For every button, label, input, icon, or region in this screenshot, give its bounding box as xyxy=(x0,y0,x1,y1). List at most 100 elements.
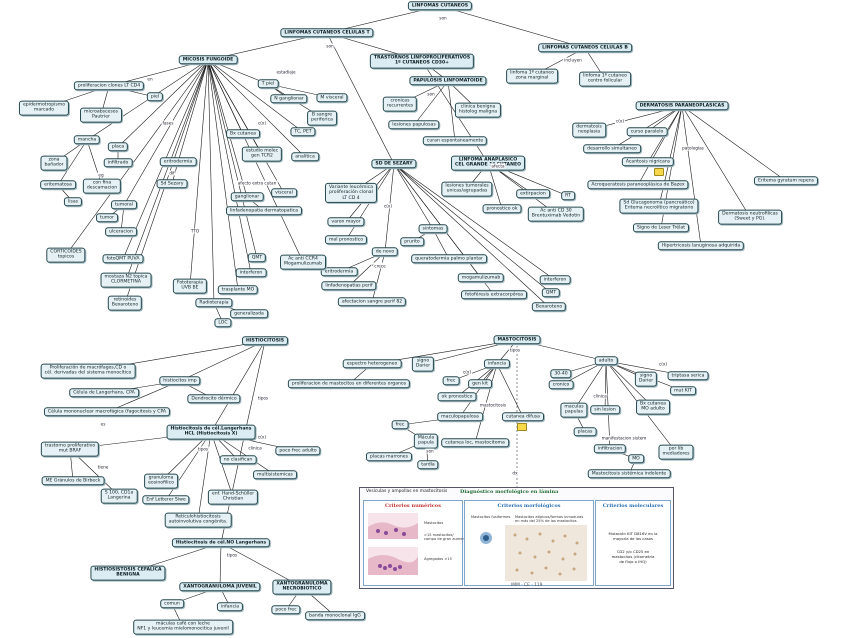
node-linfoma-zona-marginal[interactable]: linfoma 1º cutaneo zona marginal xyxy=(506,68,558,84)
node-tardia[interactable]: tardía xyxy=(417,460,439,470)
node-fotoferesis[interactable]: fotoféresis extracorpórea xyxy=(461,290,527,300)
node-frec-2[interactable]: frec xyxy=(391,420,409,430)
node-acantosis[interactable]: Acantosis nigricans xyxy=(621,157,675,167)
node-mancha[interactable]: mancha xyxy=(73,135,101,145)
node-qmt[interactable]: QMT xyxy=(541,288,561,298)
node-proliferacion-clones[interactable]: proliferacion clones LT CD4 xyxy=(73,81,145,91)
node-acroqueratosis[interactable]: Acroqueratosis paraneoplásica de Bazex xyxy=(587,180,689,190)
node-letterer[interactable]: Enf Letterer Siwe xyxy=(142,495,190,505)
node-infiltracion[interactable]: infiltracion xyxy=(593,444,627,454)
node-placa[interactable]: placa xyxy=(107,142,129,152)
node-mut-kit[interactable]: mut KIT xyxy=(670,386,696,396)
node-ganglionar[interactable]: ganglionar xyxy=(230,192,264,202)
node-desarrollo-simultaneo[interactable]: desarrollo simultaneo xyxy=(583,144,641,154)
node-signo-darier[interactable]: signo Darier xyxy=(411,356,435,372)
node-afectacion-sangre[interactable]: afectacion sangre perif 82 xyxy=(337,297,407,307)
node-proliferacion-mastocitos[interactable]: proliferacion de mastocitos en diferente… xyxy=(287,379,411,389)
node-piel[interactable]: piel xyxy=(146,92,164,102)
node-celula-langerhans[interactable]: Célula de Langerhans, CPA xyxy=(69,388,139,398)
attachment-icon-2[interactable] xyxy=(517,423,527,431)
node-radioterapia[interactable]: Radioterapia xyxy=(195,298,233,308)
node-microabscesos[interactable]: microabscesos Pautrier xyxy=(80,107,122,123)
node-dermatosis-neoplasia[interactable]: dermatosis neoplasia xyxy=(572,122,606,138)
node-bx-cutanea[interactable]: Bx cutanea xyxy=(226,129,260,139)
node-sd-sezary-small[interactable]: Sd Sezary xyxy=(156,179,188,189)
node-visceral[interactable]: visceral xyxy=(271,188,297,198)
node-histiocitos-imp[interactable]: histiocitos imp xyxy=(159,376,201,386)
node-generalizada[interactable]: generalizada xyxy=(230,309,268,319)
node-mostaza[interactable]: mostaza N2 topica CLORMETINA xyxy=(100,272,152,288)
node-linfoma-anaplasico[interactable]: LINFOMA ANAPLASICO CEL GRANDE 1º CUTANEO xyxy=(450,155,526,171)
node-linfadenopatias-perif[interactable]: linfadenopatias perif xyxy=(321,281,377,291)
node-espectro-heterogeneo[interactable]: espectro heterogeneo xyxy=(342,359,402,369)
node-gen-kit[interactable]: gen kit xyxy=(468,379,492,389)
node-t-piel[interactable]: T piel xyxy=(257,79,279,89)
node-curso-paralelo[interactable]: curso paralelo xyxy=(626,127,668,137)
node-estudio-molec[interactable]: estudio molec gen TCR2 xyxy=(241,146,283,162)
node-celula-mononuclear[interactable]: Célula mononuclear macrofágica (fagocito… xyxy=(43,407,171,417)
node-linfadenopatia[interactable]: linfadenopatia dermatopatica xyxy=(225,206,303,216)
node-eritematosa[interactable]: eritematosa xyxy=(40,180,76,190)
node-maculas-cafe[interactable]: máculas café con leche NF1 y leucemia mi… xyxy=(133,619,233,635)
node-ac-ccr4[interactable]: Ac anti CCR4 Mogamulizumab xyxy=(280,254,326,270)
node-lesiones-tumorales[interactable]: lesiones tumorales unicas/agrupadas xyxy=(441,181,493,197)
node-interferon-2[interactable]: interferon xyxy=(235,268,267,278)
node-cronicas[interactable]: cronicas recurrentes xyxy=(382,96,418,112)
node-me-birbeck[interactable]: ME Gránulos de Birbeck xyxy=(41,476,105,486)
node-granuloma[interactable]: granuloma eosinofilico xyxy=(144,473,178,489)
node-histiocitosis-no-langerhans[interactable]: Histiocitosis de cél.NO Langerhans xyxy=(171,538,271,548)
node-corticoides[interactable]: CORTICOIDES topicos xyxy=(46,247,86,263)
node-cronico[interactable]: cronico xyxy=(548,380,574,390)
node-mastocitosis[interactable]: MASTOCITOSIS xyxy=(493,335,541,345)
node-maculas-papulas[interactable]: maculas papulas xyxy=(560,402,588,418)
node-variante-leucemica[interactable]: Variante leucémica proliferación clonal … xyxy=(324,182,378,204)
node-dermatosis-neutrofilicas[interactable]: Dermatosis neutrofilicas (Sweet y PG). xyxy=(718,209,782,225)
node-sintomas[interactable]: sintomas xyxy=(418,224,448,234)
node-30-40[interactable]: 30-40 xyxy=(550,369,572,379)
node-linfomas-cutaneos[interactable]: LINFOMAS CUTANEOS xyxy=(407,1,473,11)
node-maculopapulosa[interactable]: maculopapulosa xyxy=(437,412,483,422)
node-b-sangre[interactable]: B sangre periferica xyxy=(307,110,337,126)
node-dermatosis-paraneoplasicas[interactable]: DERMATOSIS PARANEOPLASICAS xyxy=(635,101,729,111)
node-fotoqmt[interactable]: fotoQMT PUVA xyxy=(102,254,144,264)
node-pronostico-ok[interactable]: pronostico ok xyxy=(482,204,522,214)
node-eritema-gyratum[interactable]: Eritema gyratum repens xyxy=(753,176,819,186)
node-mogamulizumab[interactable]: mogamulizumab xyxy=(457,273,505,283)
node-signo-darier-2[interactable]: signo Darier xyxy=(634,371,658,387)
node-interferon[interactable]: interferon xyxy=(539,275,571,285)
node-sd-sezary[interactable]: SD DE SEZARY xyxy=(371,159,417,169)
node-por-lib-mediadores[interactable]: por lib mediadores xyxy=(658,444,694,460)
node-bexaroteno[interactable]: Bexaroteno xyxy=(531,302,567,312)
node-sd-glucagonoma[interactable]: Sd Glucagonoma (pancreático) Eritema nec… xyxy=(619,198,699,214)
node-zona-banador[interactable]: zona bañador xyxy=(40,155,68,171)
node-mastocitosis-sistemica[interactable]: Mastocitosis sistémica indolente xyxy=(587,469,671,479)
node-adulto[interactable]: adulto xyxy=(594,356,618,366)
node-infiltrado[interactable]: infiltrado xyxy=(103,158,133,168)
node-hand-schuller[interactable]: enf. Hand-Schüller Christian xyxy=(207,489,259,505)
node-lesiones-papulosas[interactable]: lesiones papulosas xyxy=(388,120,440,130)
node-reticulohistiocitosis[interactable]: Reticulohistiocitosis autoinvolutiva con… xyxy=(164,512,232,528)
node-varon-mayor[interactable]: varon mayor xyxy=(327,217,365,227)
node-cutanea-difusa[interactable]: cutanea difusa xyxy=(502,412,544,422)
attachment-icon[interactable] xyxy=(654,168,664,176)
node-curan[interactable]: curan espontaneamente xyxy=(422,136,488,146)
node-infancia[interactable]: infancia xyxy=(216,602,244,612)
node-placas-marrones[interactable]: placas marrones xyxy=(365,452,413,462)
node-signo-leser[interactable]: Signo de Leser Trélat xyxy=(632,223,690,233)
node-clinica-benigna[interactable]: clinica benigna histolog maligna xyxy=(454,102,502,118)
node-extirpacion[interactable]: extirpacion xyxy=(516,189,550,199)
node-frec[interactable]: frec xyxy=(442,376,460,386)
node-xantogranuloma-necrobiotico[interactable]: XANTOGRANULOMA NECROBIOTICO xyxy=(272,579,332,595)
node-micosis-fungoide[interactable]: MICOSIS FUNGOIDE xyxy=(178,55,238,65)
node-infancia-mast[interactable]: infancia xyxy=(483,359,511,369)
node-trasplante[interactable]: trasplante MO xyxy=(217,285,259,295)
node-eritrodermia[interactable]: eritrodermia xyxy=(159,157,197,167)
node-fototerapia[interactable]: Fototerapia UVB BE xyxy=(172,278,208,294)
node-epidermotropismo[interactable]: epidermotropismo marcado xyxy=(18,100,70,116)
node-hipertricosis[interactable]: Hipertricosis lanuginosa adquirida xyxy=(657,241,745,251)
node-trastornos-cd30[interactable]: TRASTORNOS LINFOPROLIFERATIVOS 1º CUTANE… xyxy=(369,53,475,69)
node-no-clasifican[interactable]: no clasifican xyxy=(219,455,257,465)
node-tumoral[interactable]: tumoral xyxy=(111,200,137,210)
node-mal-pronostico[interactable]: mal pronostico xyxy=(324,235,368,245)
node-lisas[interactable]: lisas xyxy=(63,197,83,207)
